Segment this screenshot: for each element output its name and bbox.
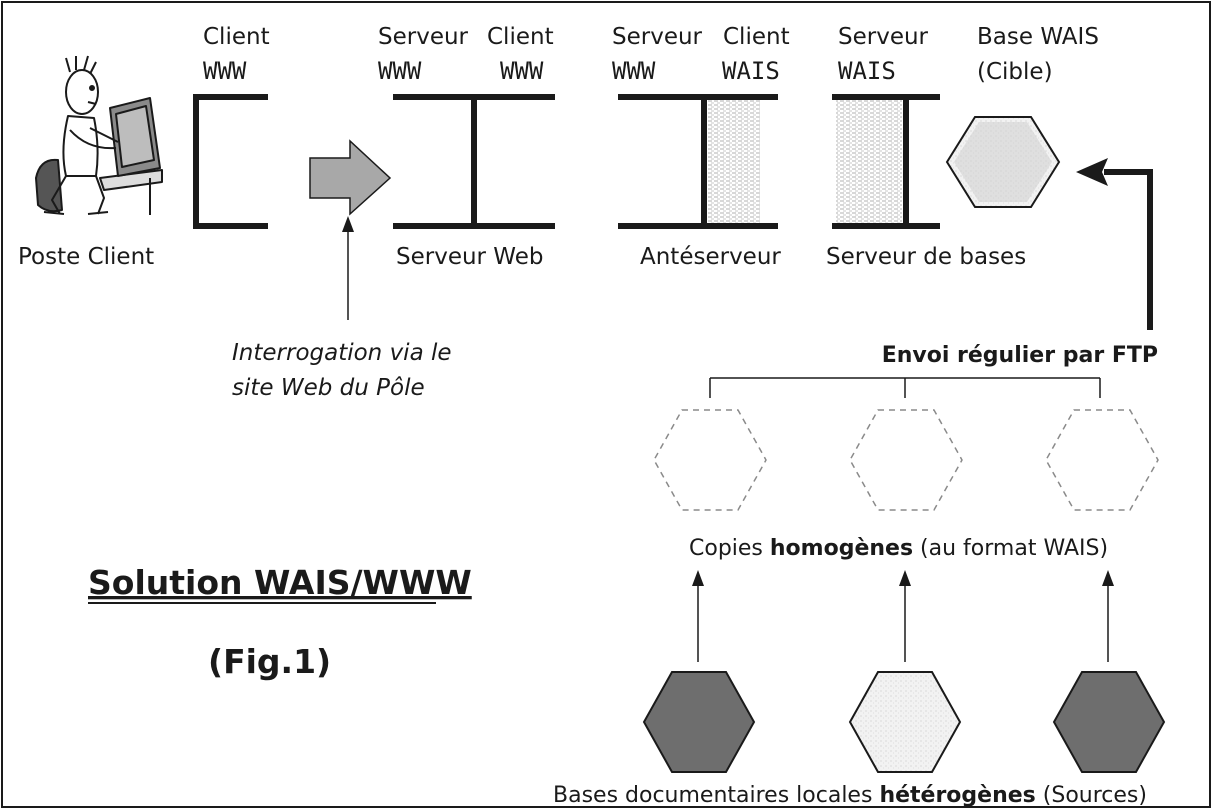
label-sources-post: (Sources) <box>1036 783 1147 808</box>
request-arrow-icon <box>309 139 392 216</box>
label-sources: Bases documentaires locales hétérogènes … <box>553 783 1147 808</box>
label-client-www-b-line2: WWW <box>500 57 544 85</box>
label-interrogation-line1: Interrogation via le <box>232 340 452 366</box>
label-serveur-www-line2: WWW <box>378 57 422 85</box>
label-base-wais-line1: Base WAIS <box>977 24 1099 50</box>
label-poste-client: Poste Client <box>18 244 154 270</box>
label-client-wais-line2: WAIS <box>722 57 780 85</box>
label-serveur-www-c-line1: Serveur <box>612 24 703 50</box>
label-serveur-www-line1: Serveur <box>378 24 469 50</box>
label-copies-bold: homogènes <box>770 536 913 561</box>
label-client-www-b-line1: Client <box>487 24 554 50</box>
copy-hexagon-2 <box>849 409 963 511</box>
label-serveur-wais-line1: Serveur <box>838 24 929 50</box>
label-copies-post: (au format WAIS) <box>913 536 1108 561</box>
source-arrowhead-2-icon <box>899 570 911 586</box>
copy-hexagon-1 <box>653 409 767 511</box>
label-serveur-web: Serveur Web <box>396 244 543 270</box>
ftp-arrowhead-icon <box>1076 158 1108 186</box>
label-base-wais-line2: (Cible) <box>977 59 1053 85</box>
label-serveur-wais-line2: WAIS <box>838 57 896 85</box>
title-solution: Solution WAIS/WWW <box>88 563 472 602</box>
label-envoi-ftp: Envoi régulier par FTP <box>882 343 1158 368</box>
source-hexagon-light <box>848 671 962 773</box>
label-client-www-line1: Client <box>203 24 270 50</box>
source-hexagon-dark-2 <box>1052 671 1166 773</box>
copy-hexagons <box>653 409 1159 511</box>
source-hexagon-dark-1 <box>642 671 756 773</box>
anteserveur-hatch <box>708 100 760 224</box>
label-anteserveur: Antéserveur <box>640 244 781 270</box>
source-arrows <box>697 584 1109 662</box>
client-www-bracket <box>193 94 268 229</box>
interrogation-arrowhead-icon <box>342 216 354 232</box>
label-copies-pre: Copies <box>689 536 770 561</box>
serveur-bases-beam <box>832 94 940 229</box>
person-at-computer-icon <box>35 55 163 215</box>
label-serveur-www-c-line2: WWW <box>612 57 656 85</box>
label-serveur-de-bases: Serveur de bases <box>826 244 1026 270</box>
serveur-web-beam <box>393 94 555 229</box>
label-client-www-line2: WWW <box>203 57 247 85</box>
label-sources-pre: Bases documentaires locales <box>553 783 879 808</box>
serveur-bases-hatch <box>836 100 902 224</box>
label-sources-bold: hétérogènes <box>879 783 1035 808</box>
label-client-wais-line1: Client <box>723 24 790 50</box>
title-figure-number: (Fig.1) <box>208 642 331 681</box>
ftp-return-arrow <box>1104 169 1153 330</box>
source-arrowhead-3-icon <box>1102 570 1114 586</box>
target-base-shading <box>954 122 1052 202</box>
source-arrowhead-1-icon <box>692 570 704 586</box>
anteserveur-beam <box>618 94 778 229</box>
label-interrogation-line2: site Web du Pôle <box>232 375 425 401</box>
ftp-bracket <box>709 377 1101 398</box>
label-copies: Copies homogènes (au format WAIS) <box>689 536 1108 561</box>
copy-hexagon-3 <box>1045 409 1159 511</box>
